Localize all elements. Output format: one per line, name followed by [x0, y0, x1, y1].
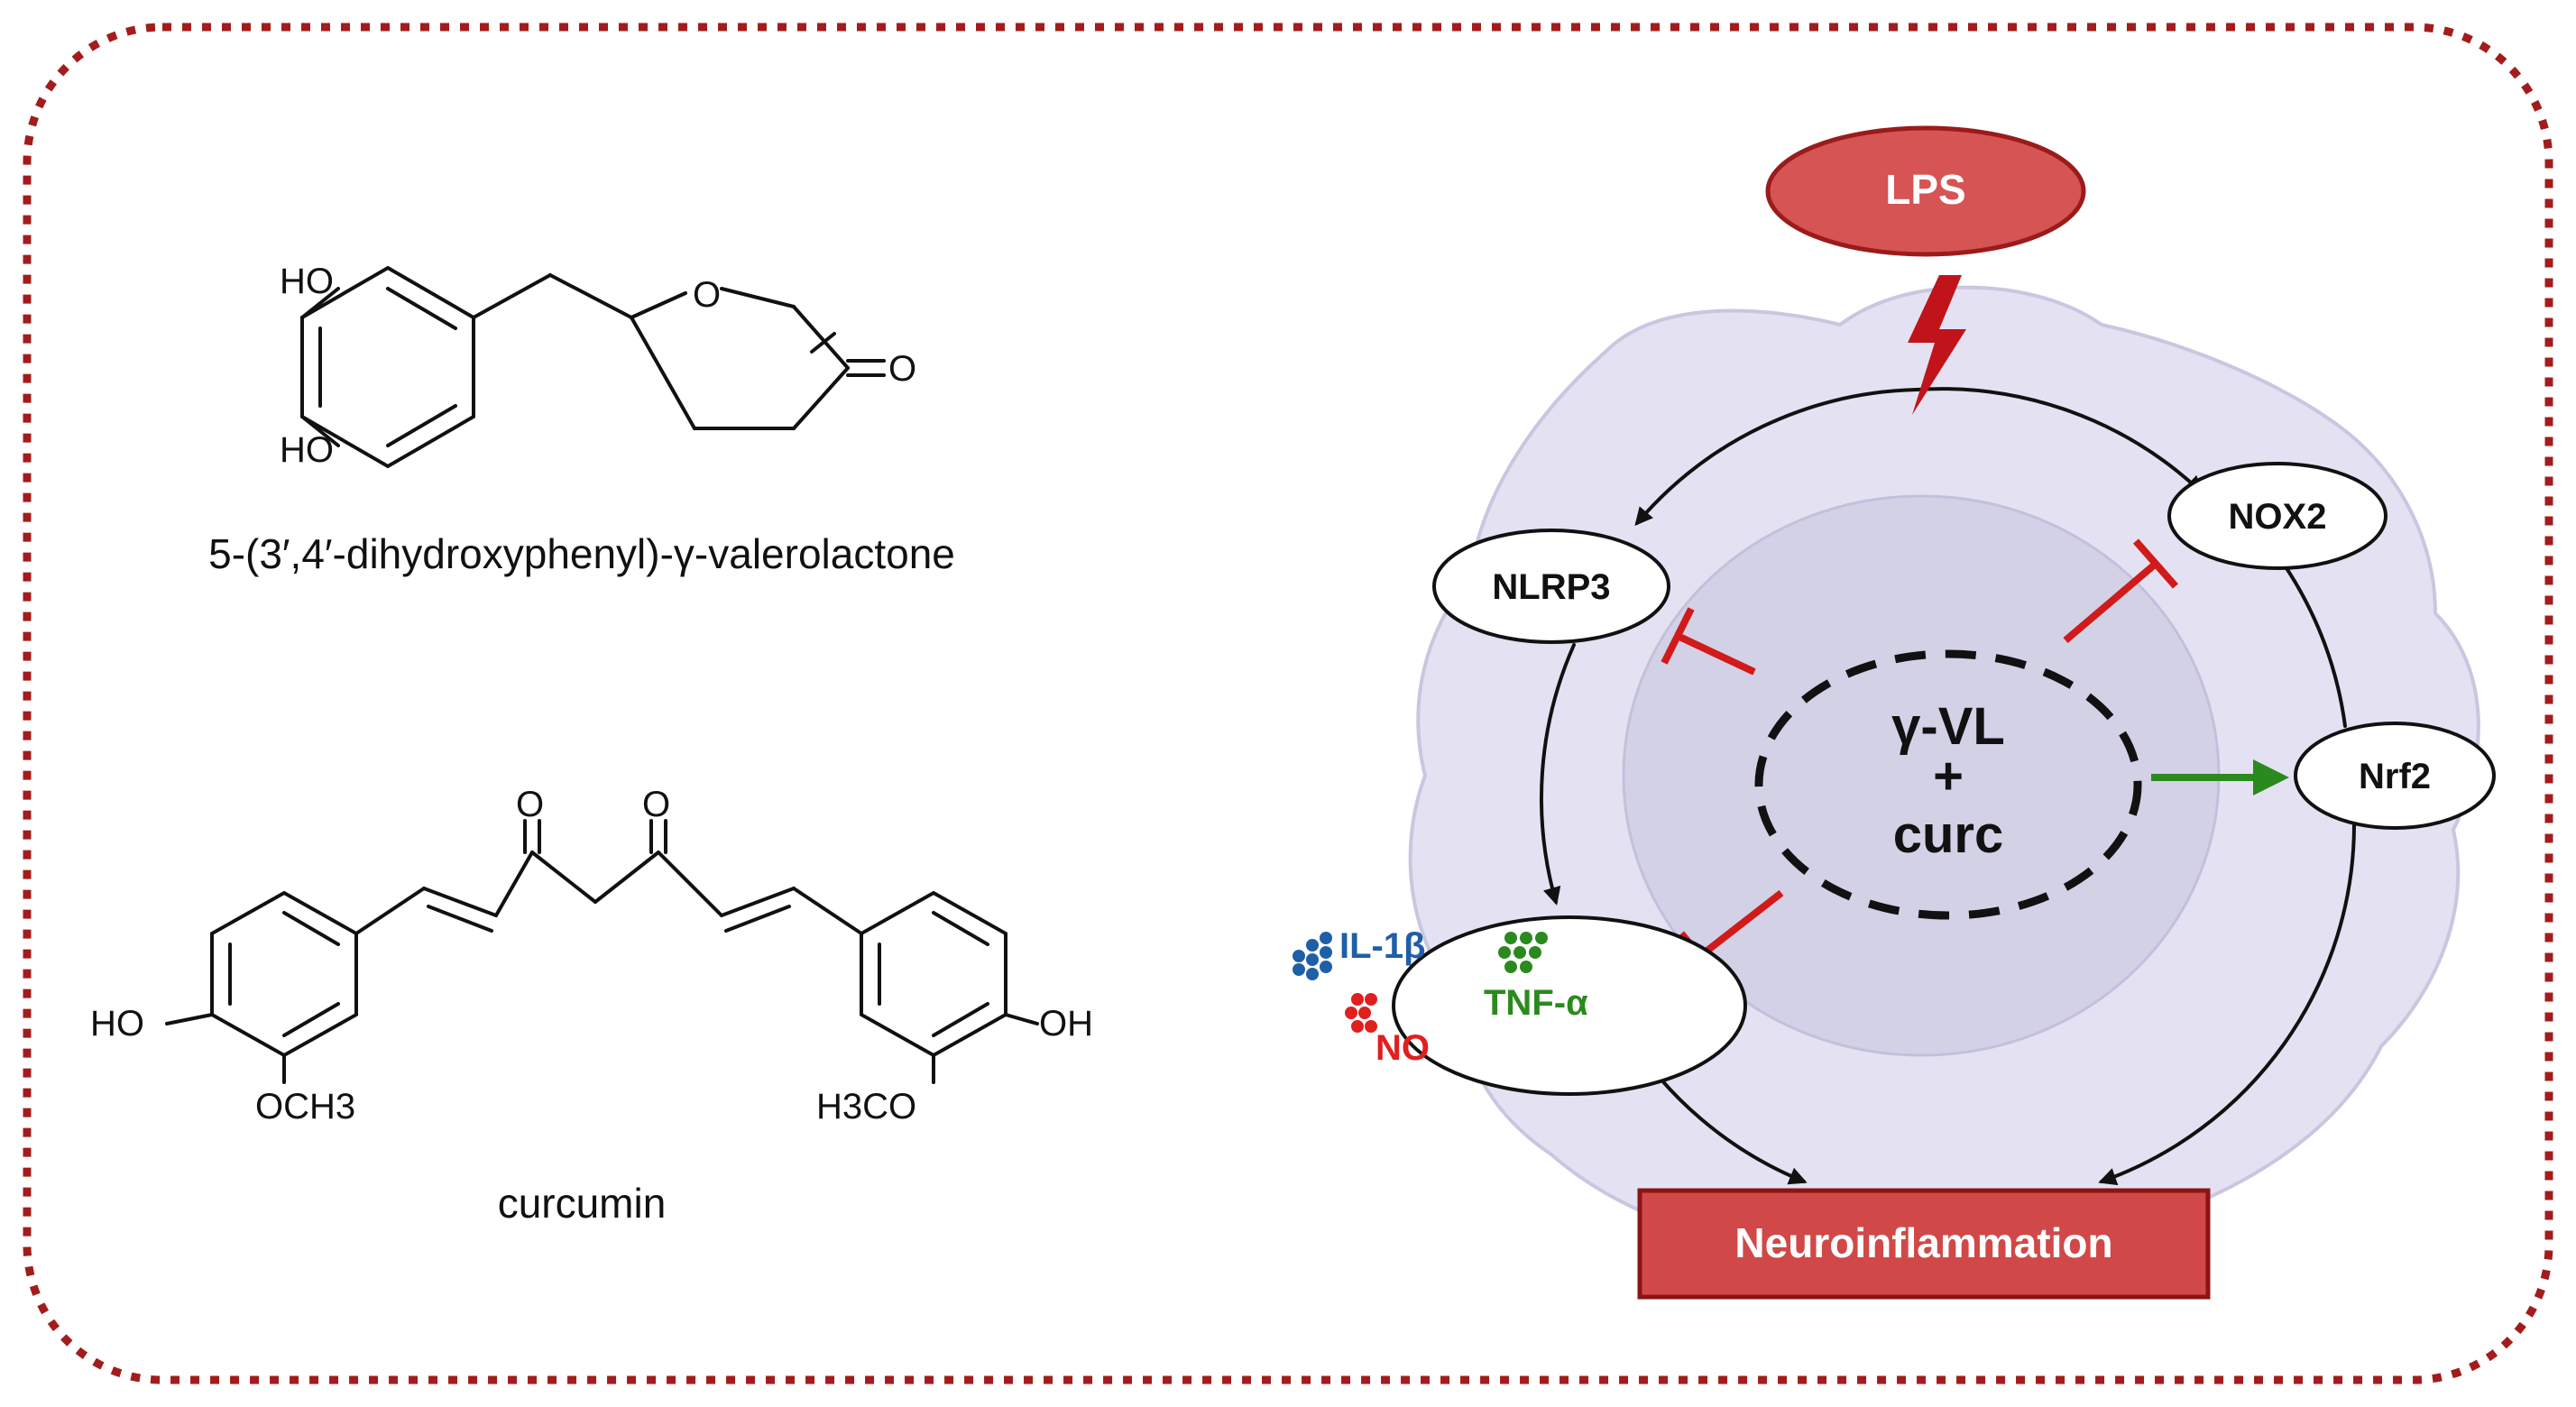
- arc-nrf2-neuro: [2098, 823, 2356, 1186]
- tnfa-dots-icon: [1498, 932, 1548, 973]
- atom-ho-top: HO: [280, 262, 334, 301]
- treatment-line3: curc: [1893, 805, 2004, 864]
- dotted-border: [23, 23, 2553, 1384]
- no-label: NO: [1375, 1028, 1430, 1068]
- atom-ketone-o1: O: [516, 785, 544, 824]
- molecule2-caption: curcumin: [498, 1180, 667, 1227]
- il1b-label: IL-1β: [1339, 926, 1426, 966]
- treatment-line1: γ-VL: [1891, 697, 2005, 756]
- arc-nlrp3-cytokines: [1540, 643, 1576, 906]
- treatment-line2: +: [1933, 747, 1964, 805]
- lps-node: [1765, 125, 2086, 257]
- molecule-valerolactone: HO HO O O: [280, 262, 916, 470]
- neuroinflammation-box: [1637, 1188, 2211, 1300]
- atom-ho-left: HO: [90, 1004, 144, 1044]
- arc-top-left: [1634, 388, 1918, 527]
- nox2-label: NOX2: [2229, 497, 2327, 537]
- lps-label: LPS: [1885, 166, 1965, 213]
- treatment-circle: [1754, 649, 2142, 920]
- atom-ho-bottom: HO: [280, 430, 334, 470]
- nrf2-label: Nrf2: [2359, 757, 2431, 796]
- atom-carbonyl-o: O: [888, 349, 916, 389]
- nlrp3-label: NLRP3: [1492, 567, 1610, 607]
- nox2-node: [2167, 462, 2387, 570]
- neuroinflammation-label: Neuroinflammation: [1734, 1219, 2112, 1266]
- molecule-curcumin: HO OCH3 O O OH H3CO: [90, 785, 1093, 1127]
- cytokines-node: [1392, 915, 1747, 1096]
- tnfa-label: TNF-α: [1484, 983, 1588, 1023]
- il1b-dots-icon: [1293, 932, 1332, 980]
- no-dots-icon: [1345, 993, 1377, 1033]
- molecule1-caption: 5-(3′,4′-dihydroxyphenyl)-γ-valerolacton…: [208, 530, 955, 577]
- atom-och3-left: OCH3: [255, 1087, 355, 1127]
- nrf2-node: [2294, 722, 2496, 830]
- arc-nox2-nrf2: [2285, 566, 2347, 728]
- atom-h3co-right: H3CO: [816, 1087, 916, 1127]
- inhibit-nlrp3: [1661, 607, 1756, 676]
- atom-oh-right: OH: [1039, 1004, 1093, 1044]
- arc-top-right: [1915, 387, 2203, 494]
- atom-ketone-o2: O: [642, 785, 670, 824]
- atom-ring-o: O: [693, 275, 721, 315]
- nlrp3-node: [1432, 529, 1670, 644]
- inhibit-nox2: [2063, 538, 2179, 644]
- lightning-icon: [1908, 275, 1966, 415]
